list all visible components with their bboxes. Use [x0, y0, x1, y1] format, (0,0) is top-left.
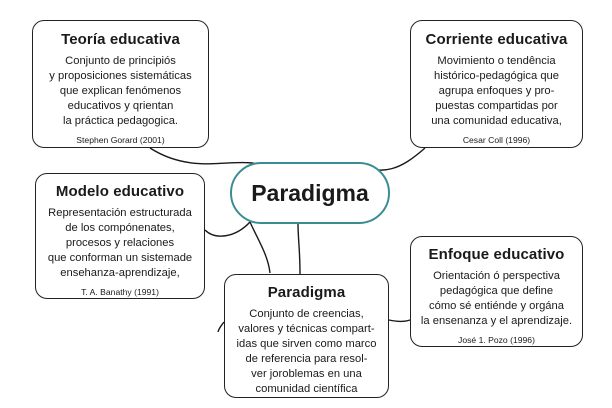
card-corriente-educativa: Corriente educativa Movimiento o tendênc… [410, 20, 583, 148]
card-title: Paradigma [267, 284, 346, 301]
link-modelo [249, 221, 271, 274]
link-modelo-left [204, 221, 251, 237]
card-paradigma: Paradigma Conjunto de creencias, valores… [224, 274, 389, 398]
link-paradigma-up [297, 223, 301, 275]
card-citation: Cesar Coll (1996) [462, 135, 531, 145]
card-body: Orientación ó perspectiva pedagógica que… [420, 270, 573, 327]
card-body: Conjunto de principiós y proposiciones s… [49, 55, 192, 127]
card-teoria-educativa: Teoría educativa Conjunto de principiós … [32, 20, 209, 148]
central-node: Paradigma [230, 162, 390, 224]
central-node-label: Paradigma [251, 179, 369, 206]
card-title: Teoría educativa [61, 31, 180, 48]
card-title: Modelo educativo [55, 183, 185, 200]
card-citation: José 1. Pozo (1996) [458, 335, 535, 345]
card-citation: Stephen Gorard (2001) [76, 135, 165, 145]
card-enfoque-educativo: Enfoque educativo Orientación ó perspect… [410, 236, 583, 347]
card-modelo-educativo: Modelo educativo Representación estructu… [35, 173, 205, 299]
card-body: Representación estructurada de los compó… [47, 207, 193, 279]
card-title: Corriente educativa [425, 31, 568, 48]
card-title: Enfoque educativo [428, 246, 565, 263]
card-citation: T. A. Banathy (1991) [81, 287, 159, 297]
card-body: Movimiento o tendência histórico-pedagóg… [431, 55, 562, 127]
link-enfoque [388, 319, 411, 323]
link-paradigma-left [217, 321, 225, 333]
card-body: Conjunto de creencias, valores y técnica… [236, 308, 377, 395]
